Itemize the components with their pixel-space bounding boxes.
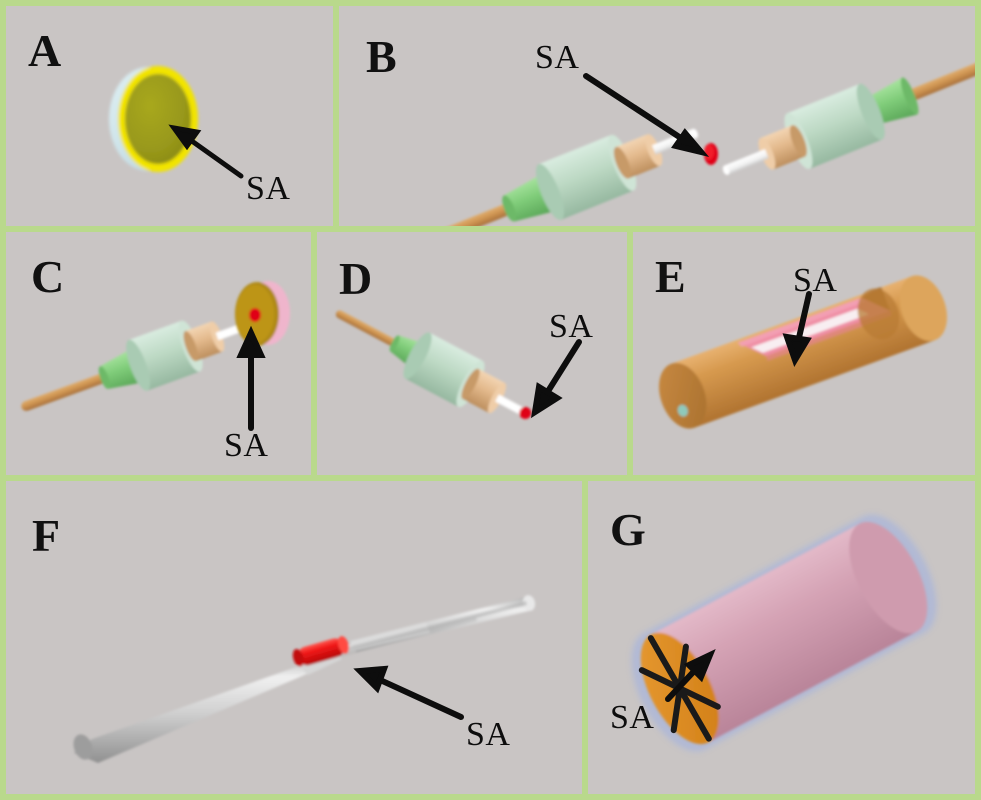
panel-a-label: A xyxy=(28,25,62,76)
panel-b-label: B xyxy=(366,31,397,82)
panel-c-sa-caption: SA xyxy=(224,427,269,464)
panel-f-label: F xyxy=(32,510,61,561)
panel-b: B SA xyxy=(339,6,975,226)
panel-d-artwork xyxy=(335,310,532,419)
panel-a-sa-caption: SA xyxy=(246,170,291,207)
panel-c: C SA xyxy=(6,232,311,475)
panel-f-artwork xyxy=(73,595,536,763)
panel-d: D SA xyxy=(317,232,627,475)
panel-e-label: E xyxy=(655,251,686,302)
panel-a: A SA xyxy=(6,6,333,226)
panel-f: F SA xyxy=(6,481,582,794)
panel-e: E SA xyxy=(633,232,975,475)
panel-b-sa-caption: SA xyxy=(535,39,580,76)
panel-e-sa-caption: SA xyxy=(793,262,838,299)
panel-b-artwork xyxy=(399,42,975,226)
panel-g: G SA xyxy=(588,481,975,794)
panel-f-sa-caption: SA xyxy=(466,716,511,753)
panel-d-sa-caption: SA xyxy=(549,308,594,345)
panel-d-label: D xyxy=(339,253,373,304)
panel-g-artwork xyxy=(631,514,937,752)
panel-g-label: G xyxy=(610,504,646,555)
panel-c-label: C xyxy=(31,251,65,302)
panel-g-sa-caption: SA xyxy=(610,699,655,736)
